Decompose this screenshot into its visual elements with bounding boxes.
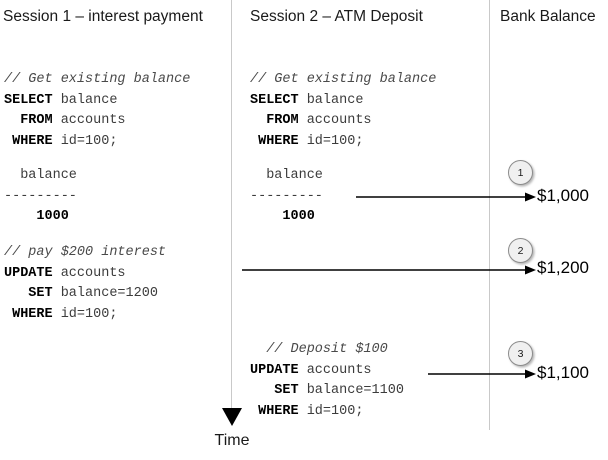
session2-select-block: // Get existing balance SELECT balance F… xyxy=(250,70,436,152)
sql-operand: accounts xyxy=(298,362,372,378)
result-column-name: balance xyxy=(250,168,323,183)
time-axis-label: Time xyxy=(214,432,250,449)
sql-keyword: WHERE xyxy=(250,403,299,419)
bank-balance-value-2: $1,200 xyxy=(537,258,589,277)
step-marker-2: 2 xyxy=(508,238,533,263)
result-divider: --------- xyxy=(250,188,323,204)
sql-keyword: SELECT xyxy=(250,92,299,108)
sql-keyword: FROM xyxy=(4,113,53,128)
sql-operand: id=100; xyxy=(52,306,118,322)
sql-keyword: SELECT xyxy=(4,92,53,108)
session2-update-block: // Deposit $100 UPDATE accounts SET bala… xyxy=(250,340,404,422)
sql-operand: balance=1200 xyxy=(52,286,158,301)
flow-arrow-1 xyxy=(356,192,536,202)
result-value: 1000 xyxy=(4,209,69,224)
sql-keyword: WHERE xyxy=(4,133,53,149)
step-marker-1: 1 xyxy=(508,160,533,185)
sql-operand: id=100; xyxy=(298,403,364,419)
sql-operand: id=100; xyxy=(298,133,364,149)
step-marker-label: 1 xyxy=(517,166,524,179)
result-divider: --------- xyxy=(4,188,77,204)
result-value: 1000 xyxy=(250,209,315,224)
sql-operand: balance xyxy=(52,92,118,108)
sql-keyword: WHERE xyxy=(250,133,299,149)
session1-select-block: // Get existing balance SELECT balance F… xyxy=(4,70,190,152)
code-comment: // pay $200 interest xyxy=(4,245,167,260)
code-comment: // Get existing balance xyxy=(250,72,437,87)
bank-balance-value-3: $1,100 xyxy=(537,363,589,382)
sql-keyword: SET xyxy=(4,286,53,301)
column-header-bank-balance: Bank Balance xyxy=(500,8,596,25)
sql-keyword: SET xyxy=(250,383,299,398)
result-column-name: balance xyxy=(4,168,77,183)
sql-operand: id=100; xyxy=(52,133,118,149)
sql-operand: accounts xyxy=(52,113,126,128)
code-comment: // Get existing balance xyxy=(4,72,191,87)
session1-result-block: balance --------- 1000 xyxy=(4,166,77,228)
time-axis-arrow-icon xyxy=(222,408,242,426)
step-marker-label: 3 xyxy=(517,347,524,360)
sql-operand: balance=1100 xyxy=(298,383,404,398)
code-comment: // Deposit $100 xyxy=(250,342,388,357)
bank-balance-value-1: $1,000 xyxy=(537,186,589,205)
flow-arrow-2 xyxy=(242,265,536,275)
step-marker-3: 3 xyxy=(508,341,533,366)
column-header-session1: Session 1 – interest payment xyxy=(3,8,203,25)
step-marker-label: 2 xyxy=(517,244,524,257)
column-separator-session1 xyxy=(231,0,232,424)
sql-keyword: UPDATE xyxy=(250,362,299,378)
session1-update-block: // pay $200 interest UPDATE accounts SET… xyxy=(4,243,166,325)
sql-operand: accounts xyxy=(298,113,372,128)
session2-result-block: balance --------- 1000 xyxy=(250,166,323,228)
sql-keyword: FROM xyxy=(250,113,299,128)
flow-arrow-3 xyxy=(428,369,536,379)
column-separator-bank xyxy=(489,0,490,430)
sql-keyword: WHERE xyxy=(4,306,53,322)
sql-operand: balance xyxy=(298,92,364,108)
sql-operand: accounts xyxy=(52,265,126,281)
column-header-session2: Session 2 – ATM Deposit xyxy=(250,8,423,25)
sql-keyword: UPDATE xyxy=(4,265,53,281)
